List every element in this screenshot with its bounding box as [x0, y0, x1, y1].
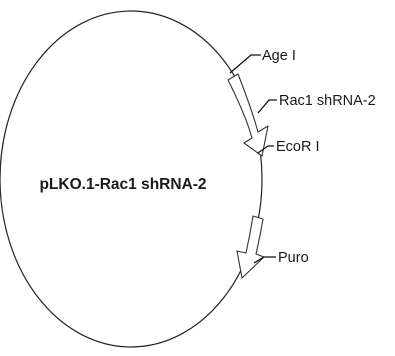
ecor-i-leader-line [257, 145, 274, 154]
age-i-leader-line [229, 54, 261, 74]
rac1-shrna-arrow [227, 73, 269, 157]
age-i-label: Age I [262, 48, 296, 64]
puro-label: Puro [278, 250, 309, 266]
puro-arrow [236, 215, 265, 279]
plasmid-name: pLKO.1-Rac1 shRNA-2 [39, 176, 206, 193]
rac1-shrna-label: Rac1 shRNA-2 [279, 93, 376, 109]
ecor-i-label: EcoR I [276, 139, 320, 155]
rac1-shrna-leader-line [257, 99, 277, 114]
plasmid-backbone [0, 10, 263, 348]
puro-leader-line [253, 256, 276, 264]
